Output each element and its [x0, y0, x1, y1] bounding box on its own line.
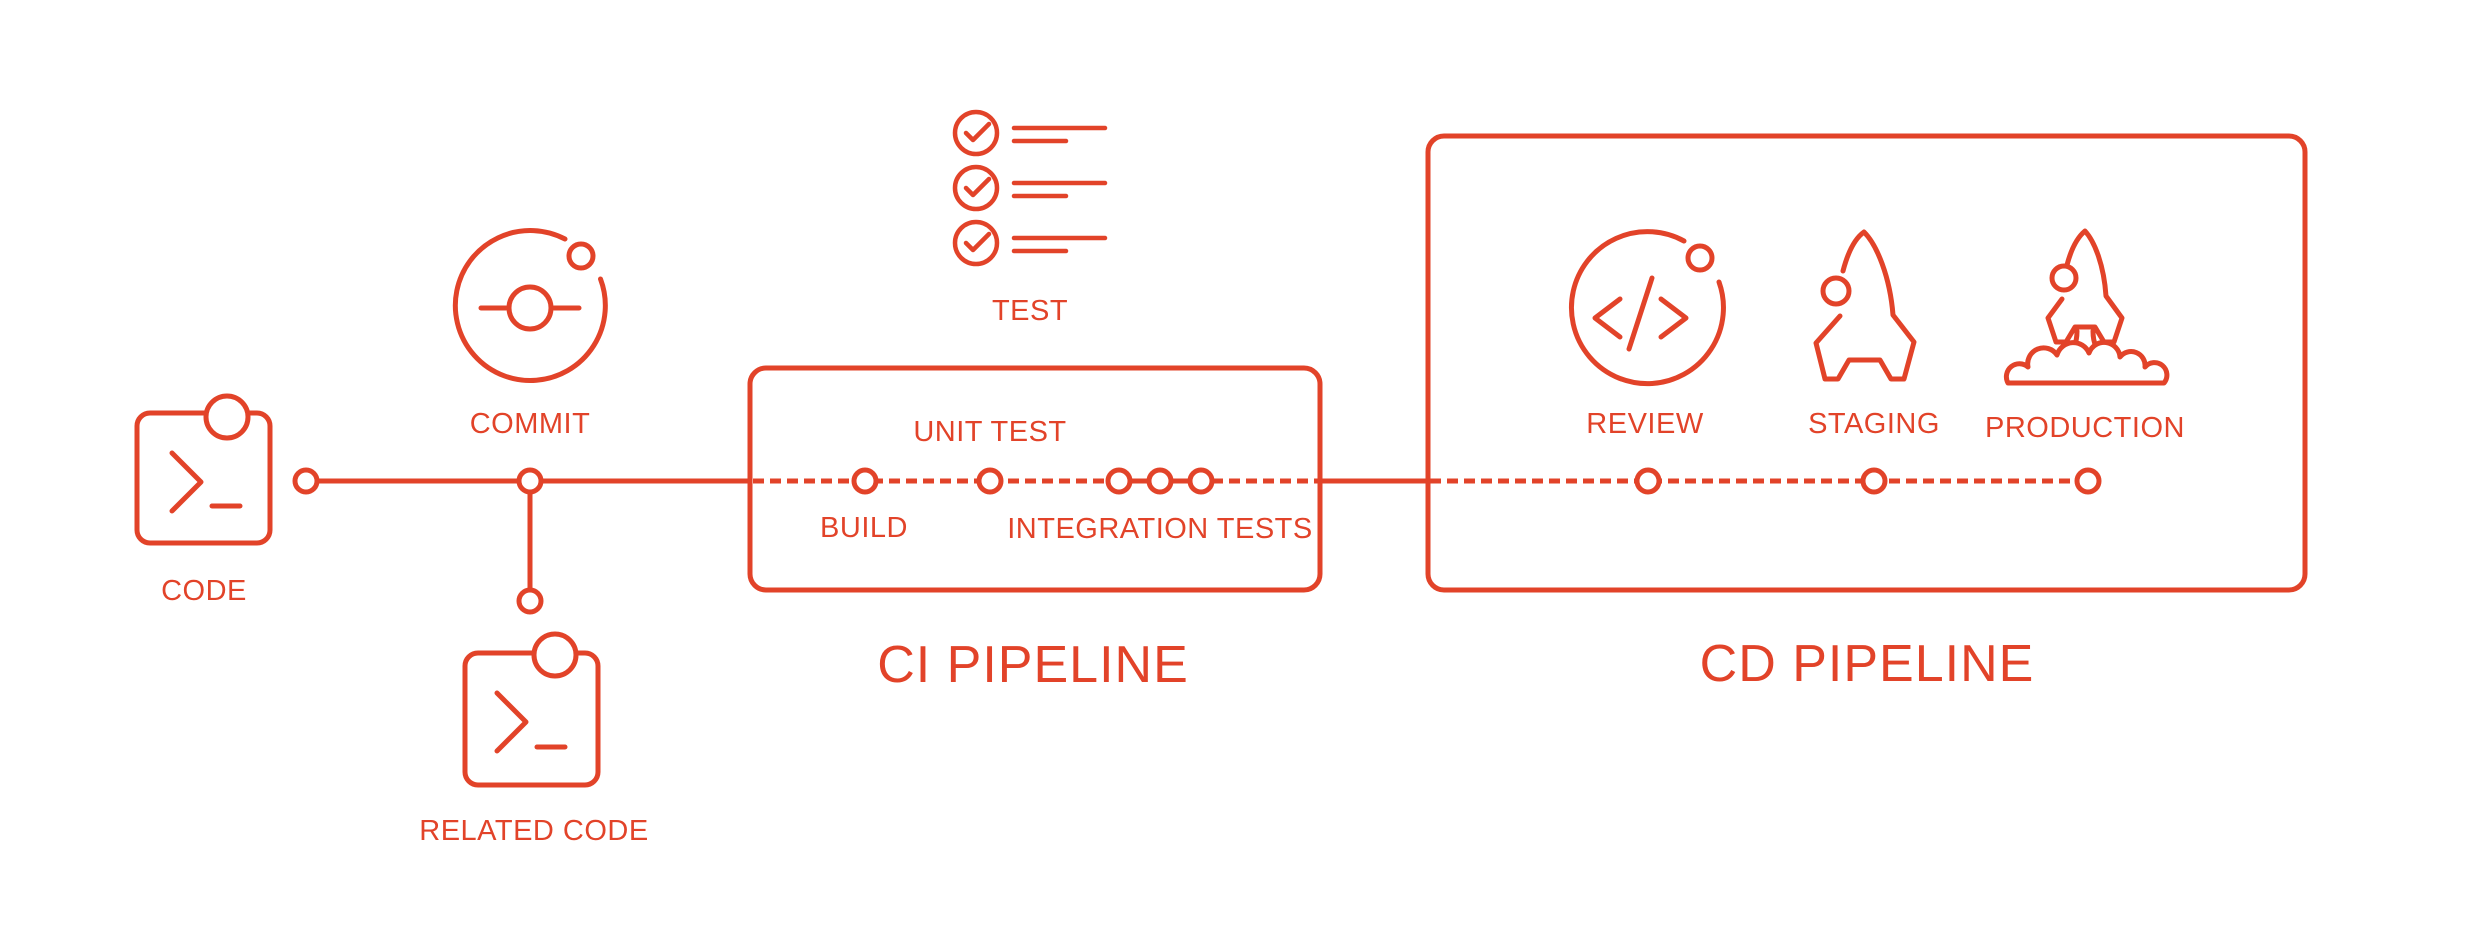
code-icon: [134, 393, 273, 546]
build-node: [851, 467, 879, 495]
rocket-body: [1813, 229, 1917, 382]
ci-pipeline-title: CI PIPELINE: [877, 636, 1189, 694]
terminal-pin-circle: [203, 393, 251, 441]
unit-test-label: UNIT TEST: [913, 416, 1066, 448]
terminal-window: [462, 650, 601, 788]
check-mark-icon: [963, 121, 992, 143]
checklist-row-3: [952, 219, 1108, 267]
review-label: REVIEW: [1586, 408, 1704, 440]
related-code-icon: [462, 631, 601, 788]
integration-node-1: [1105, 467, 1133, 495]
test-checklist-icon: [952, 109, 1108, 267]
code-left-angle-icon: [1592, 296, 1623, 340]
code-label: CODE: [161, 575, 247, 607]
rocket-window-circle: [2049, 263, 2079, 293]
production-node: [2074, 467, 2102, 495]
review-satellite-circle: [1685, 243, 1715, 273]
commit-node: [516, 467, 544, 495]
smoke-cloud: [2003, 339, 2170, 386]
integration-tests-label: INTEGRATION TESTS: [1007, 513, 1313, 545]
review-orbit-arc: [1568, 229, 1726, 387]
staging-label: STAGING: [1808, 408, 1940, 440]
commit-center-circle: [506, 284, 554, 332]
related-code-label: RELATED CODE: [419, 815, 648, 847]
commit-icon: [452, 228, 608, 384]
check-mark-icon: [963, 176, 992, 198]
check-circle-icon: [952, 164, 1000, 212]
integration-node-2: [1146, 467, 1174, 495]
integration-node-3: [1187, 467, 1215, 495]
test-label: TEST: [992, 295, 1068, 327]
commit-orbit-arc: [452, 228, 608, 384]
build-label: BUILD: [820, 512, 908, 544]
checklist-row-2: [952, 164, 1108, 212]
terminal-pin-circle: [531, 631, 579, 679]
staging-rocket-icon: [1813, 229, 1917, 382]
cd-pipeline-box: [1425, 133, 2308, 593]
prompt-chevron: [494, 690, 529, 754]
review-node: [1634, 467, 1662, 495]
rocket-window-circle: [1820, 275, 1852, 307]
unit-test-node: [976, 467, 1004, 495]
prompt-chevron: [169, 450, 204, 514]
commit-label: COMMIT: [470, 408, 591, 440]
staging-node: [1860, 467, 1888, 495]
pipeline-nodes: [292, 467, 2102, 615]
start-node: [292, 467, 320, 495]
commit-satellite-circle: [566, 241, 596, 271]
checklist-row-1: [952, 109, 1108, 157]
code-slash-icon: [1626, 275, 1655, 352]
production-label: PRODUCTION: [1985, 412, 2185, 444]
terminal-window: [134, 410, 273, 546]
code-right-angle-icon: [1658, 296, 1689, 340]
check-mark-icon: [963, 231, 992, 253]
production-launch-icon: [2003, 228, 2170, 386]
cd-pipeline-title: CD PIPELINE: [1700, 635, 2035, 693]
related-code-node: [516, 587, 544, 615]
check-circle-icon: [952, 219, 1000, 267]
rocket-body: [2045, 228, 2125, 345]
check-circle-icon: [952, 109, 1000, 157]
review-icon: [1568, 229, 1726, 387]
